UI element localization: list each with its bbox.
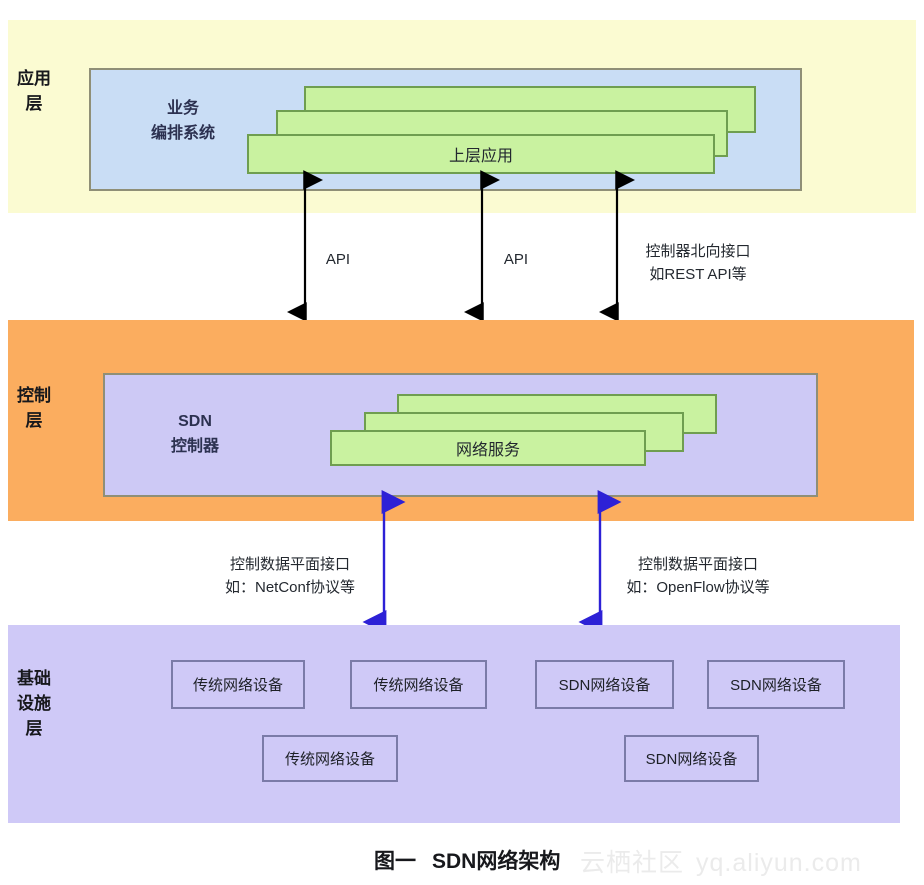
northbound-label-rest-api: 控制器北向接口 如REST API等 [598,240,798,286]
southbound-label-2-line2: 如：OpenFlow协议等 [626,579,770,596]
control-layer-title: 控制层 [17,386,51,430]
device-box-sdn-3: SDN网络设备 [624,735,759,782]
northbound-label-api-2: API [503,251,529,268]
device-box-sdn-2: SDN网络设备 [707,660,845,709]
southbound-label-netconf: 控制数据平面接口 如：NetConf协议等 [190,553,390,599]
infrastructure-layer-band [8,625,900,823]
southbound-label-1-line1: 控制数据平面接口 [229,556,350,573]
northbound-label-api-1: API [325,251,351,268]
device-box-sdn-1: SDN网络设备 [535,660,674,709]
business-orchestration-label-line1: 业务 [166,100,199,117]
device-box-legacy-3: 传统网络设备 [262,735,398,782]
watermark: 云栖社区 yq.aliyun.com [580,843,862,879]
infrastructure-layer-title: 基础设施层 [17,669,51,738]
southbound-arrow-2 [578,490,622,634]
southbound-label-1-line2: 如：NetConf协议等 [224,579,356,596]
figure-caption: 图一 SDN网络架构 [374,845,560,875]
business-orchestration-label: 业务 编排系统 [108,96,258,146]
southbound-label-2-line1: 控制数据平面接口 [637,556,758,573]
sdn-controller-label-line2: 控制器 [170,438,219,455]
device-box-legacy-2: 传统网络设备 [350,660,487,709]
figure-title: SDN网络架构 [432,850,561,873]
sdn-controller-label-line1: SDN [178,413,212,430]
northbound-arrow-1 [286,170,324,322]
application-layer-title: 应用层 [17,69,51,113]
application-card-front: 上层应用 [247,134,715,174]
business-orchestration-label-line2: 编排系统 [150,125,215,142]
watermark-text-cn: 云栖社区 [580,849,685,877]
network-service-card-front: 网络服务 [330,430,646,466]
figure-number: 图一 [374,850,416,873]
northbound-arrow-2 [463,170,501,322]
sdn-controller-label: SDN 控制器 [120,409,270,459]
northbound-label-line1: 控制器北向接口 [645,243,751,260]
watermark-text-url: yq.aliyun.com [696,849,862,877]
device-box-legacy-1: 传统网络设备 [171,660,305,709]
northbound-label-line2: 如REST API等 [649,266,747,283]
southbound-arrow-1 [362,490,406,634]
southbound-label-openflow: 控制数据平面接口 如：OpenFlow协议等 [588,553,808,599]
northbound-arrow-3 [598,170,636,322]
